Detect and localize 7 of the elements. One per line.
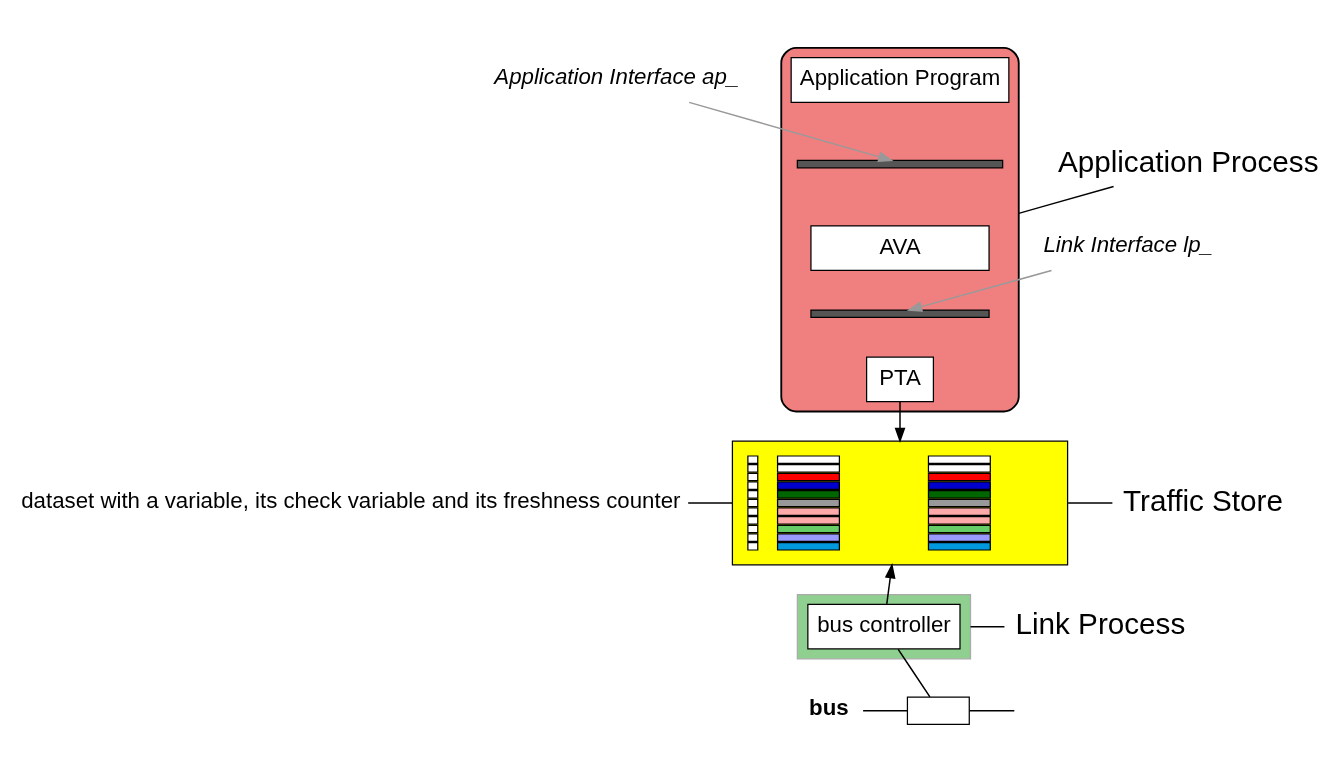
node-text: bus xyxy=(809,694,849,720)
node-text: Link Interface lp_ xyxy=(1043,232,1213,258)
node-text: Traffic Store xyxy=(1123,483,1284,517)
node-text: dataset with a variable, its check variable and its freshness counter xyxy=(21,488,681,514)
node-text: Link Process xyxy=(1015,607,1186,641)
node-text: Application Interface ap_ xyxy=(494,64,740,90)
node-text: Application Process xyxy=(1057,144,1319,178)
